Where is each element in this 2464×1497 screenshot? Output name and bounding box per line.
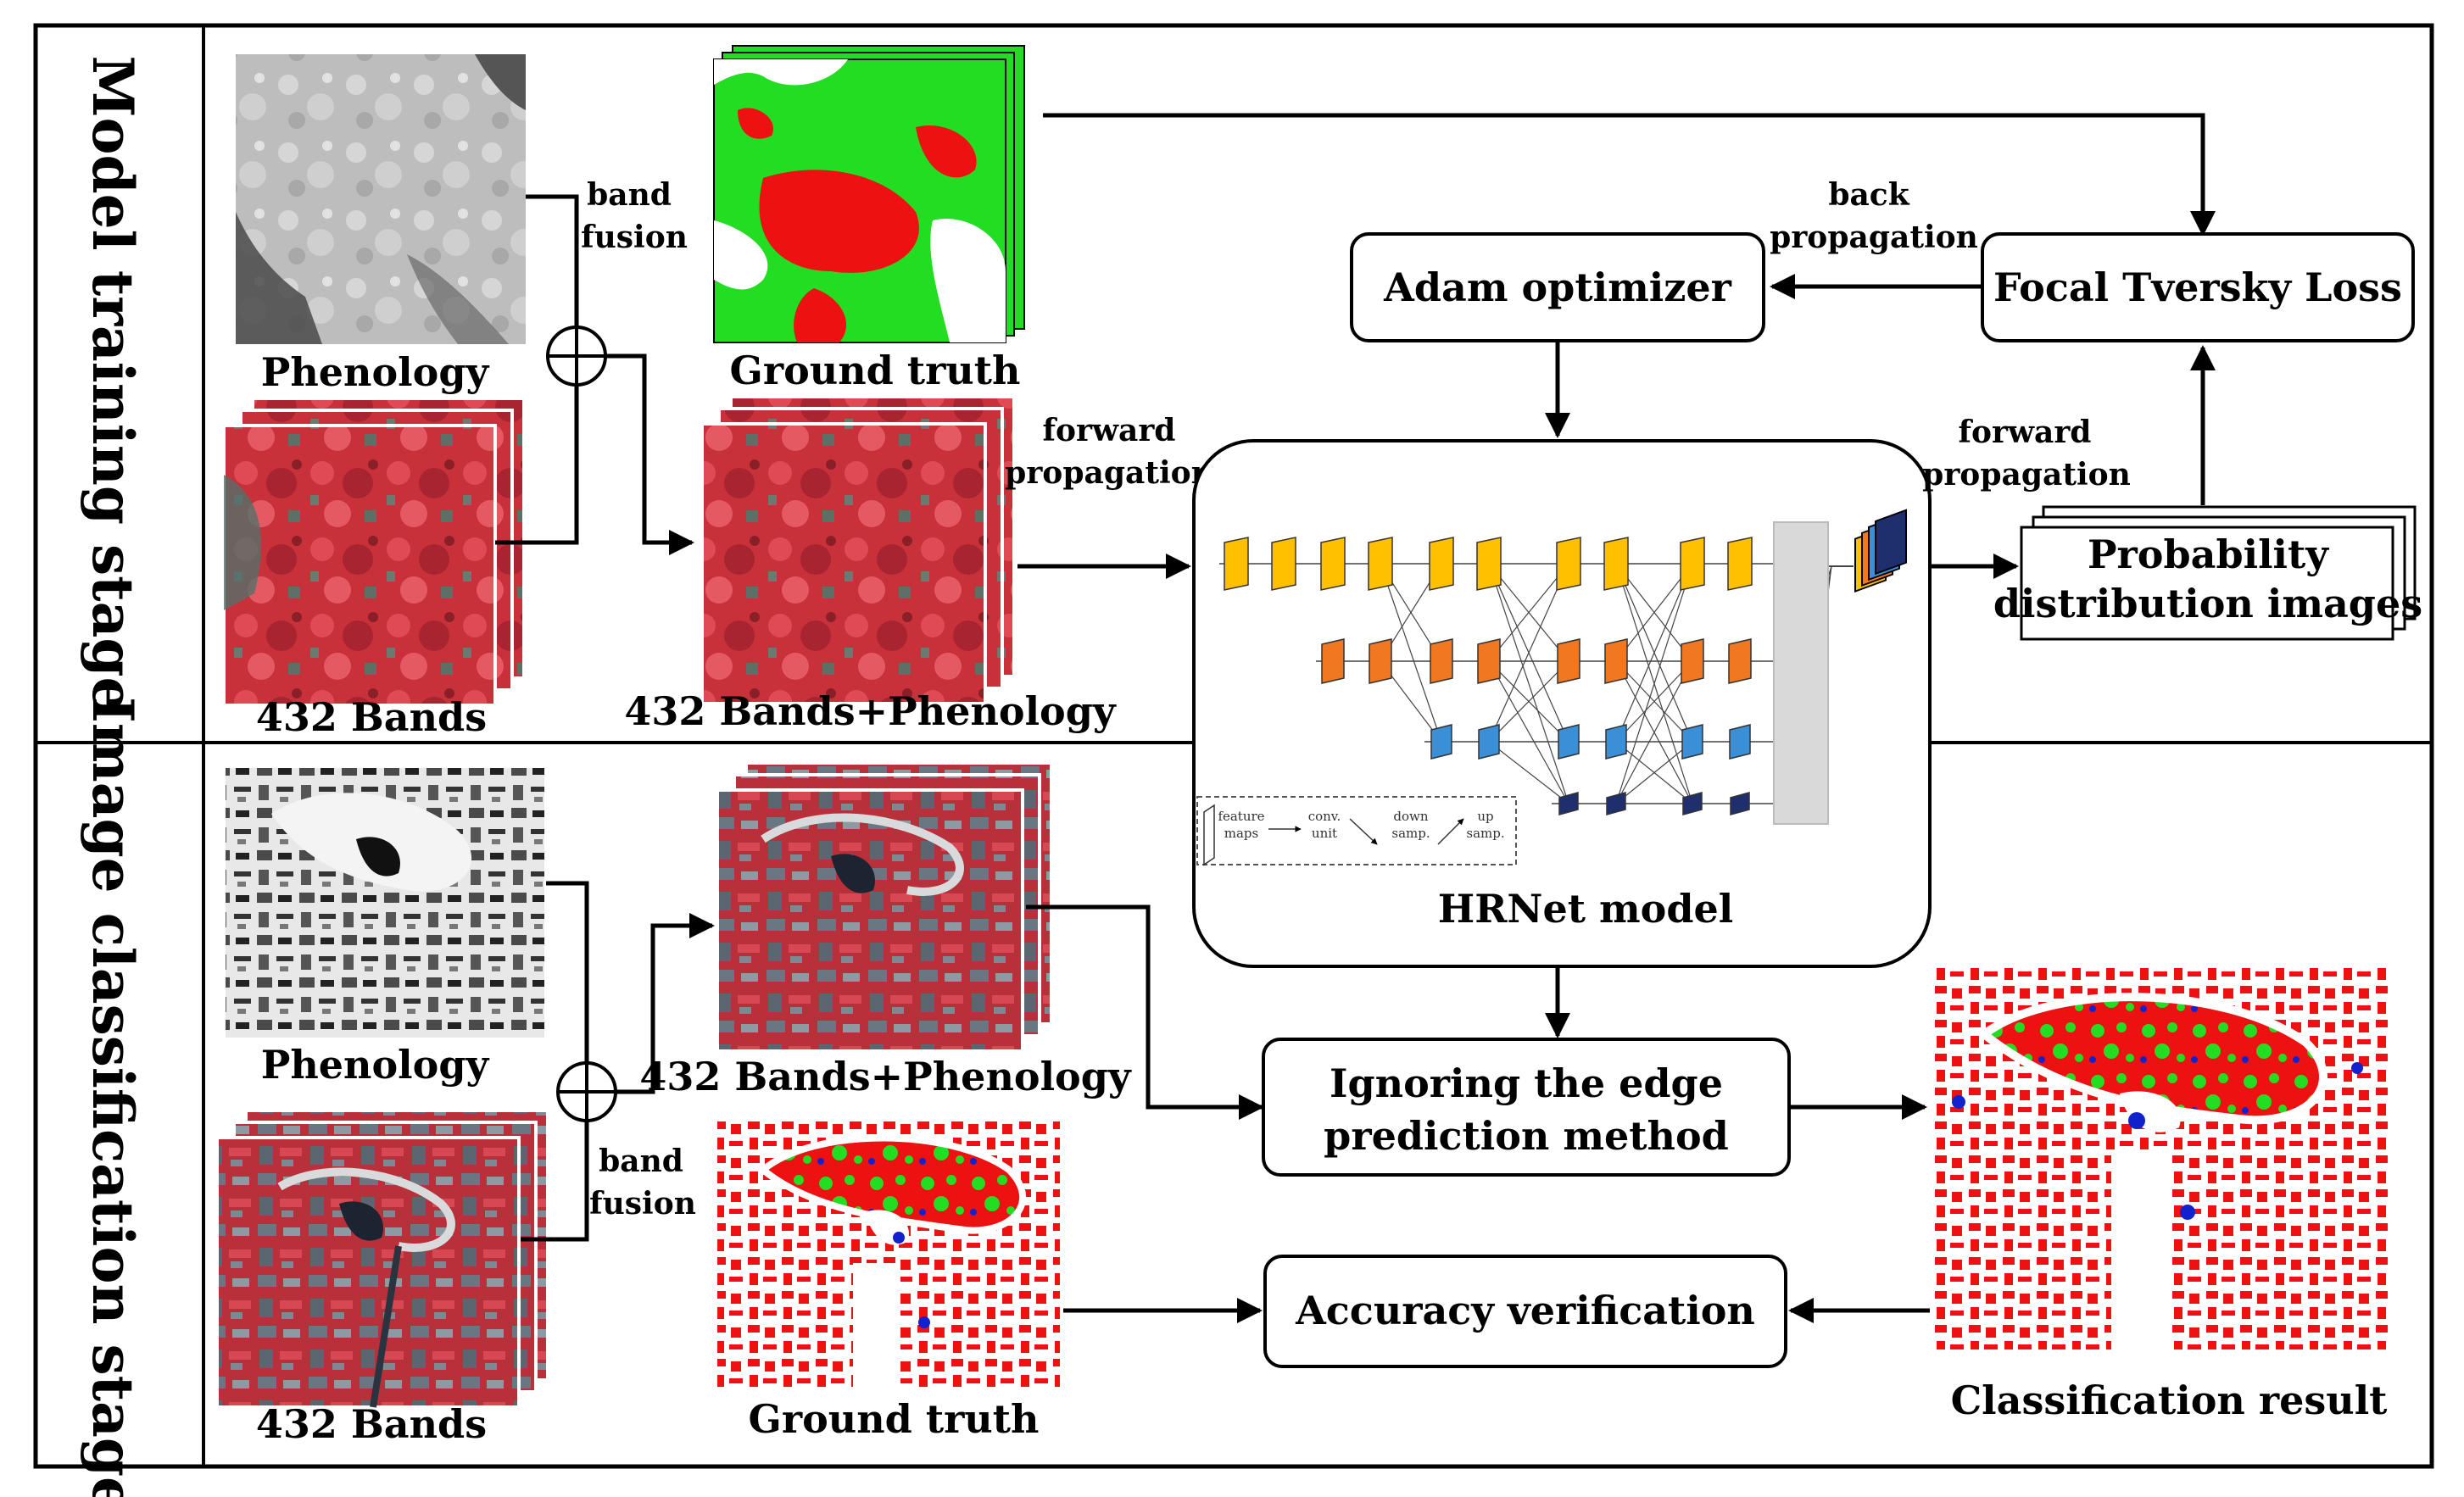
training-bands-stack <box>222 397 526 707</box>
stage-label-classification: Image classification stage <box>80 697 146 1497</box>
accuracy-verification-box <box>1263 1255 1787 1368</box>
hrnet-feature-map <box>1556 537 1581 591</box>
outer-frame <box>33 23 2434 1469</box>
adam-optimizer-label: Adam optimizer <box>1383 264 1731 310</box>
training-forward-1-b: propagation <box>1005 455 1213 491</box>
classification-fusion-arrow <box>616 913 715 1094</box>
training-fused-stack <box>700 395 1016 705</box>
focal-tversky-loss-label: Focal Tversky Loss <box>1993 264 2402 310</box>
classification-bands-stack <box>215 1109 549 1409</box>
ignoring-edge-label-1: Ignoring the edge <box>1330 1060 1723 1106</box>
ignoring-edge-label-2: prediction method <box>1324 1113 1729 1159</box>
legend-up-2: samp. <box>1466 826 1504 841</box>
legend-feature-1: feature <box>1218 809 1264 824</box>
hrnet-feature-map <box>1681 724 1703 760</box>
training-forward-2-a: forward <box>1959 415 2092 450</box>
hrnet-feature-map <box>1369 638 1392 684</box>
legend-up-1: up <box>1477 809 1493 824</box>
legend-conv-1: conv. <box>1308 809 1341 824</box>
training-phenology-label: Phenology <box>261 349 490 395</box>
hrnet-feature-map <box>1729 724 1751 760</box>
hrnet-output-block <box>1854 509 1907 593</box>
classification-fused-stack <box>716 761 1053 1053</box>
hrnet-feature-map <box>1476 537 1502 591</box>
training-fusion-arrow <box>605 353 694 555</box>
training-fused-label: 432 Bands+Phenology <box>624 688 1117 734</box>
hrnet-feature-map <box>1271 537 1296 591</box>
hrnet-architecture <box>1219 537 1854 815</box>
back-propagation-label-b: propagation <box>1770 220 1978 255</box>
training-fusion-label-1: band <box>587 177 672 213</box>
hrnet-feature-map <box>1603 537 1629 591</box>
hrnet-feature-map <box>1477 638 1501 684</box>
hrnet-feature-map <box>1605 724 1627 760</box>
training-forward-2-b: propagation <box>1922 457 2131 493</box>
hrnet-feature-map <box>1557 638 1580 684</box>
hrnet-model-label: HRNet model <box>1438 886 1734 932</box>
hrnet-feature-map <box>1224 537 1249 591</box>
probability-distribution-stack <box>2020 505 2417 641</box>
legend-down-2: samp. <box>1391 826 1430 841</box>
training-forward-1-a: forward <box>1043 413 1176 448</box>
legend-down-1: down <box>1393 809 1428 824</box>
hrnet-feature-map <box>1727 537 1753 591</box>
hrnet-fusion-layer <box>1773 521 1829 825</box>
back-propagation-label-a: back <box>1828 177 1909 213</box>
stage-label-training: Model training stage <box>80 55 146 712</box>
hrnet-legend: feature maps conv. unit down samp. up sa… <box>1196 796 1517 866</box>
training-bands-label: 432 Bands <box>256 694 487 740</box>
accuracy-verification-label: Accuracy verification <box>1295 1288 1755 1333</box>
hrnet-feature-map <box>1606 792 1626 815</box>
hrnet-feature-map <box>1558 792 1579 815</box>
classification-result-label: Classification result <box>1951 1377 2389 1423</box>
classification-bands-label: 432 Bands <box>256 1401 487 1447</box>
ignoring-edge-box <box>1262 1038 1791 1177</box>
ground-truth-to-loss-arrow <box>1043 113 2216 237</box>
hrnet-feature-map <box>1680 537 1705 591</box>
training-ground-truth-stack <box>713 45 1025 343</box>
training-phenology-image <box>236 54 526 344</box>
hrnet-feature-map <box>1430 724 1452 760</box>
probability-label-1: Probability <box>2088 531 2329 577</box>
hrnet-feature-map <box>1558 724 1580 760</box>
hrnet-feature-map <box>1730 792 1750 815</box>
classification-phenology-image <box>226 768 544 1038</box>
classification-result-image <box>1930 965 2391 1350</box>
hrnet-feature-map <box>1604 638 1628 684</box>
hrnet-feature-map <box>1368 537 1393 591</box>
focal-tversky-loss-box <box>1981 232 2415 342</box>
probability-label-2: distribution images <box>1993 581 2422 626</box>
hrnet-feature-map <box>1320 537 1346 591</box>
hrnet-feature-map <box>1429 537 1454 591</box>
hrnet-feature-map <box>1682 792 1703 815</box>
classification-fusion-label-1: band <box>599 1144 683 1179</box>
hrnet-feature-map <box>1728 638 1752 684</box>
hrnet-feature-map <box>1430 638 1453 684</box>
hrnet-feature-map <box>1478 724 1500 760</box>
training-fusion-label-2: fusion <box>581 220 688 255</box>
legend-conv-2: unit <box>1312 826 1337 841</box>
fused-to-ignoring-arrow <box>1026 904 1264 1120</box>
classification-ground-truth-label: Ground truth <box>749 1396 1040 1442</box>
hrnet-feature-map <box>1681 638 1704 684</box>
classification-fusion-label-2: fusion <box>589 1186 696 1222</box>
classification-phenology-label: Phenology <box>261 1042 490 1088</box>
adam-optimizer-box <box>1350 232 1765 342</box>
legend-feature-2: maps <box>1224 826 1258 841</box>
classification-fused-label: 432 Bands+Phenology <box>639 1054 1132 1099</box>
training-ground-truth-label: Ground truth <box>730 348 1021 393</box>
hrnet-feature-map <box>1321 638 1345 684</box>
classification-ground-truth-image <box>717 1117 1060 1392</box>
